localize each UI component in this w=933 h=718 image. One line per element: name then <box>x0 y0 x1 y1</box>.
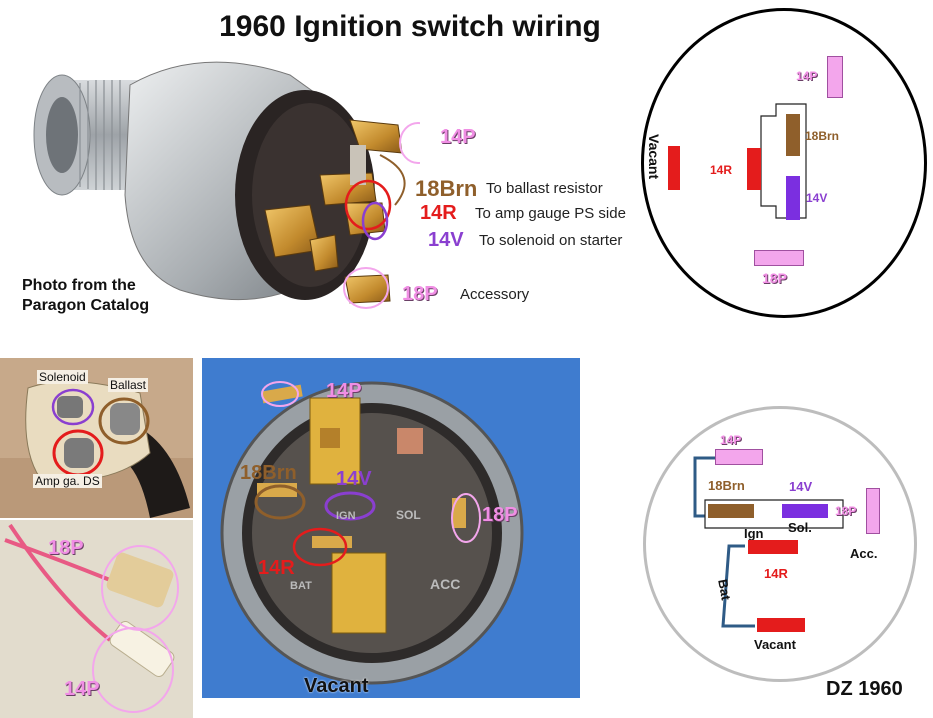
top-pin-14v <box>786 176 800 220</box>
top-label-14r: 14R <box>710 163 733 177</box>
bottom-pin-14v <box>782 504 828 518</box>
legend-18brn-text: To ballast resistor <box>486 180 603 197</box>
bottom-label-sol: Sol. <box>788 520 812 535</box>
bottom-pin-18brn <box>708 504 754 518</box>
bottom-pin-14r <box>748 540 798 554</box>
wire-label-14p: 14P <box>64 678 100 700</box>
top-pin-vacant <box>668 146 680 190</box>
top-pin-14p <box>827 56 843 98</box>
terminal-text-ign: IGN <box>336 510 356 522</box>
legend-14v-text: To solenoid on starter <box>479 232 623 249</box>
back-label-14r: 14R <box>258 557 295 579</box>
bottom-label-14v: 14V <box>789 479 813 494</box>
top-pin-diagram <box>641 8 927 318</box>
bottom-label-18brn: 18Brn <box>708 478 745 493</box>
top-label-18brn: 18Brn <box>805 129 840 143</box>
bottom-pin-diagram-wires <box>693 456 844 628</box>
top-pin-18brn <box>786 114 800 156</box>
legend-14p-code: 14P <box>440 126 476 148</box>
credit-line-2: Paragon Catalog <box>22 297 150 314</box>
bottom-label-18p: 18P <box>835 504 857 518</box>
switch-photo <box>33 61 420 309</box>
top-label-14p: 14P <box>796 69 818 83</box>
bottom-label-ign: Ign <box>744 526 764 541</box>
bottom-pin-14p <box>715 449 763 465</box>
legend-18brn-code: 18Brn <box>415 176 478 201</box>
signature: DZ 1960 <box>826 678 903 700</box>
top-pin-18p <box>754 250 804 266</box>
terminal-text-sol: SOL <box>396 508 421 522</box>
legend-18p-code: 18P <box>402 283 438 305</box>
top-label-14v: 14V <box>806 191 828 205</box>
page-title: 1960 Ignition switch wiring <box>219 10 601 43</box>
back-label-18brn: 18Brn <box>240 462 297 484</box>
marker-14p <box>399 122 420 164</box>
wire-label-18p: 18P <box>48 537 84 559</box>
legend-18p-text: Accessory <box>460 286 530 303</box>
label-amp-gauge: Amp ga. DS <box>33 474 102 488</box>
marker-18brn <box>379 154 406 206</box>
marker-18p <box>343 267 389 309</box>
credit-line-1: Photo from the <box>22 277 136 294</box>
marker-14v <box>361 201 389 241</box>
switch-back-photo <box>202 358 580 698</box>
bottom-label-14p: 14P <box>720 433 742 447</box>
bottom-pin-18p <box>866 488 880 534</box>
label-ballast: Ballast <box>108 378 149 392</box>
top-label-vacant: Vacant <box>646 134 662 180</box>
legend-14r-code: 14R <box>420 202 457 224</box>
top-label-18p: 18P <box>762 270 787 286</box>
marker-14r <box>344 179 392 231</box>
wire-photo <box>0 520 193 718</box>
back-label-vacant: Vacant <box>304 675 369 697</box>
bottom-label-acc: Acc. <box>850 546 878 561</box>
photo-credit: Photo from the Paragon Catalog <box>22 276 149 316</box>
terminals <box>264 119 403 304</box>
legend-14v-code: 14V <box>428 229 464 251</box>
terminal-text-bat: BAT <box>290 580 312 592</box>
bottom-label-vacant: Vacant <box>754 637 796 652</box>
bottom-label-14r: 14R <box>764 566 788 581</box>
back-label-18p: 18P <box>482 504 518 526</box>
legend-14r-text: To amp gauge PS side <box>475 205 626 222</box>
back-label-14p: 14P <box>326 380 362 402</box>
back-label-14v: 14V <box>336 468 372 490</box>
label-solenoid: Solenoid <box>37 370 88 384</box>
connector-photo <box>0 358 193 518</box>
bottom-pin-vacant <box>757 618 805 632</box>
bottom-pin-diagram <box>643 406 917 682</box>
top-pin-diagram-shape <box>760 103 807 219</box>
top-pin-14r <box>747 148 761 190</box>
terminal-text-acc: ACC <box>430 576 461 592</box>
